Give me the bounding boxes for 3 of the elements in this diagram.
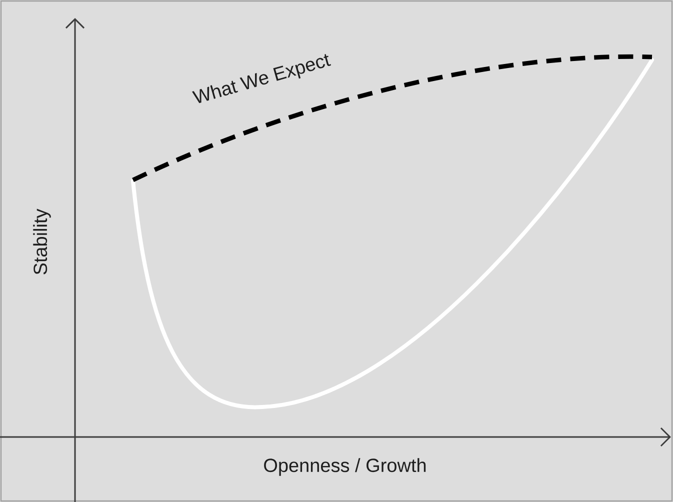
axis-label: Openness / Growth bbox=[264, 458, 426, 476]
axis-label: Stability bbox=[33, 208, 51, 274]
curve-label: What We Expect bbox=[192, 54, 332, 104]
